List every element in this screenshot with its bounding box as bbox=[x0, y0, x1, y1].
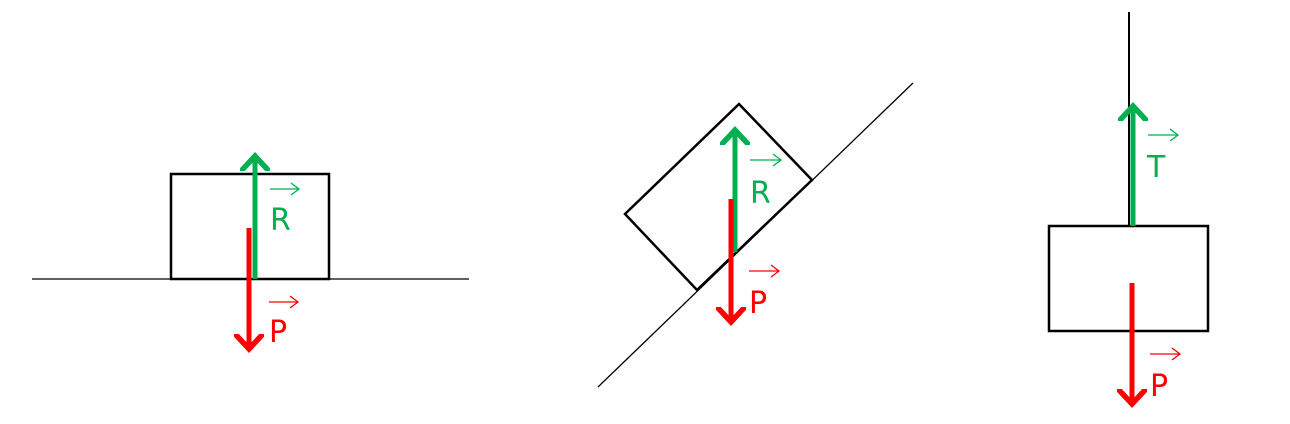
svg-text:R: R bbox=[270, 203, 291, 238]
vector-label-T: T bbox=[1146, 128, 1180, 185]
hanging-mass-diagram: T P bbox=[1047, 12, 1210, 404]
svg-text:R: R bbox=[750, 176, 771, 211]
vector-arrow-icon bbox=[269, 295, 300, 309]
vector-label-P: P bbox=[749, 264, 781, 321]
svg-text:P: P bbox=[749, 286, 767, 321]
vector-arrow-icon bbox=[750, 153, 783, 167]
vector-arrow-icon bbox=[270, 182, 301, 196]
svg-text:T: T bbox=[1146, 150, 1166, 185]
vector-label-P: P bbox=[1150, 347, 1182, 404]
inclined-plane-diagram: R P bbox=[597, 82, 914, 388]
svg-text:P: P bbox=[1150, 369, 1168, 404]
vector-label-R: R bbox=[750, 153, 783, 211]
svg-text:P: P bbox=[269, 315, 287, 350]
vector-label-R: R bbox=[270, 182, 301, 238]
vector-arrow-icon bbox=[1148, 128, 1180, 142]
vector-arrow-icon bbox=[749, 264, 781, 278]
horizontal-surface-diagram: R P bbox=[32, 156, 469, 350]
vector-arrow-icon bbox=[1150, 347, 1182, 361]
block bbox=[623, 102, 814, 292]
vector-label-P: P bbox=[269, 295, 300, 350]
block bbox=[1047, 224, 1210, 333]
